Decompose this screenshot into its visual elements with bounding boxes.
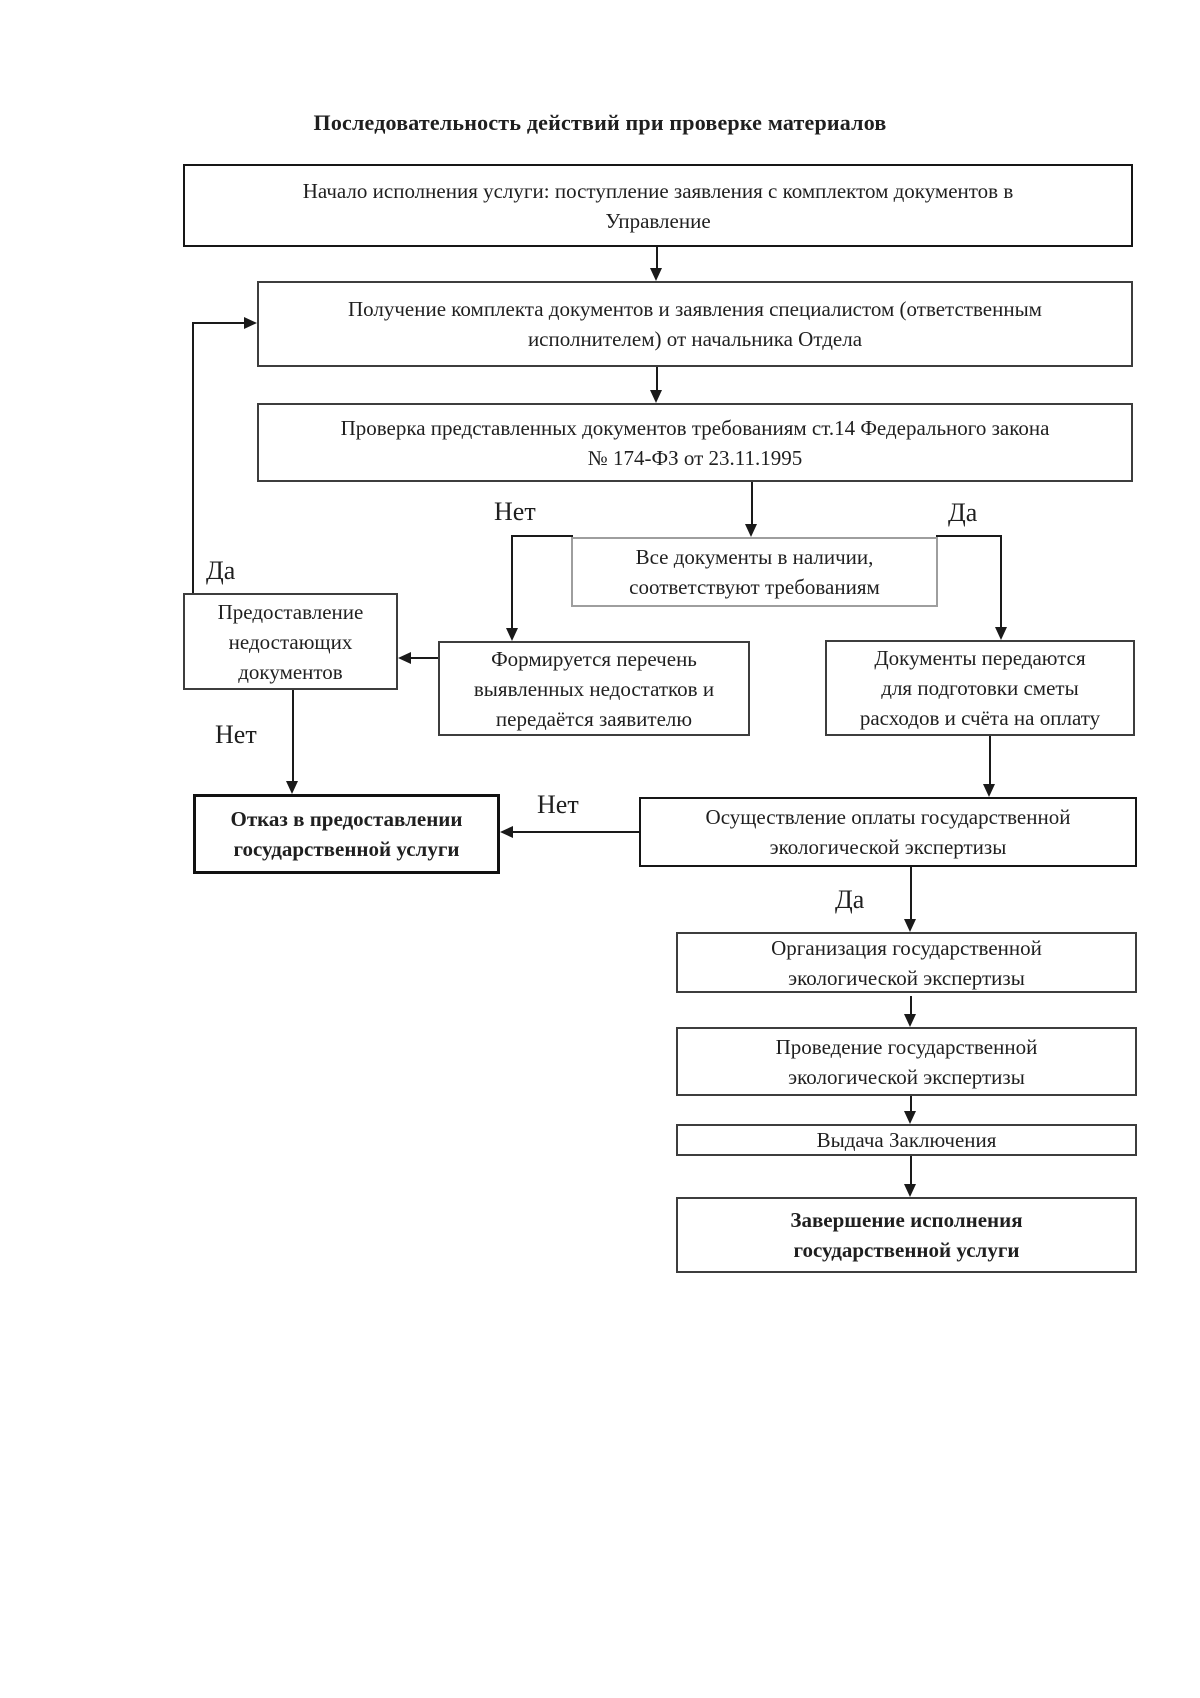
arrow-conduct-issue-shaft: [910, 1096, 912, 1111]
arrow-check-decision-shaft: [751, 482, 753, 524]
node-transfer-documents: Документы передаются для подготовки смет…: [825, 640, 1135, 736]
node-deficiency-list: Формируется перечень выявленных недостат…: [438, 641, 750, 736]
node-conduct-expertise: Проведение государственной экологической…: [676, 1027, 1137, 1096]
arrow-loop-horizontal: [192, 322, 245, 324]
node-issue-conclusion: Выдача Заключения: [676, 1124, 1137, 1156]
edge-label-no-payment: Нет: [537, 790, 579, 819]
node-provide-missing-documents: Предоставление недостающих документов: [183, 593, 398, 690]
arrow-payment-organize-head: [904, 919, 916, 932]
arrow-loop-head: [244, 317, 257, 329]
arrow-start-receive-shaft: [656, 247, 658, 269]
node-organize-expertise: Организация государственной экологическо…: [676, 932, 1137, 993]
arrow-decision-no-head: [506, 628, 518, 641]
arrow-loop-vertical: [192, 322, 194, 593]
node-decision-all-documents: Все документы в наличии, соответствуют т…: [571, 537, 938, 607]
edge-label-no-check: Нет: [494, 497, 536, 526]
page-title: Последовательность действий при проверке…: [313, 110, 887, 135]
arrow-decision-no-horizontal: [511, 535, 573, 537]
arrow-decision-yes-horizontal: [936, 535, 1002, 537]
edge-label-yes-check: Да: [948, 498, 978, 527]
arrow-decision-yes-head: [995, 627, 1007, 640]
node-check-documents: Проверка представленных документов требо…: [257, 403, 1133, 482]
edge-label-yes-loop: Да: [206, 556, 236, 585]
arrow-list-provide-head: [398, 652, 411, 664]
arrow-receive-check-shaft: [656, 367, 658, 390]
arrow-decision-no-vertical: [511, 535, 513, 628]
node-start: Начало исполнения услуги: поступление за…: [183, 164, 1133, 247]
arrow-decision-yes-vertical: [1000, 535, 1002, 627]
arrow-payment-refusal-shaft: [513, 831, 639, 833]
arrow-transfer-payment-shaft: [989, 736, 991, 784]
node-complete: Завершение исполнения государственной ус…: [676, 1197, 1137, 1273]
arrow-provide-refusal-shaft: [292, 690, 294, 781]
arrow-receive-check-head: [650, 390, 662, 403]
node-payment: Осуществление оплаты государственной эко…: [639, 797, 1137, 867]
arrow-organize-conduct-shaft: [910, 996, 912, 1014]
arrow-check-decision-head: [745, 524, 757, 537]
arrow-issue-complete-head: [904, 1184, 916, 1197]
arrow-transfer-payment-head: [983, 784, 995, 797]
arrow-list-provide-shaft: [411, 657, 438, 659]
arrow-organize-conduct-head: [904, 1014, 916, 1027]
node-receive-documents: Получение комплекта документов и заявлен…: [257, 281, 1133, 367]
edge-label-yes-payment: Да: [835, 885, 865, 914]
arrow-conduct-issue-head: [904, 1111, 916, 1124]
arrow-start-receive-head: [650, 268, 662, 281]
arrow-provide-refusal-head: [286, 781, 298, 794]
arrow-payment-refusal-head: [500, 826, 513, 838]
edge-label-no-refuse: Нет: [215, 720, 257, 749]
arrow-payment-organize-shaft: [910, 867, 912, 919]
node-refusal: Отказ в предоставлении государственной у…: [193, 794, 500, 874]
arrow-issue-complete-shaft: [910, 1156, 912, 1184]
